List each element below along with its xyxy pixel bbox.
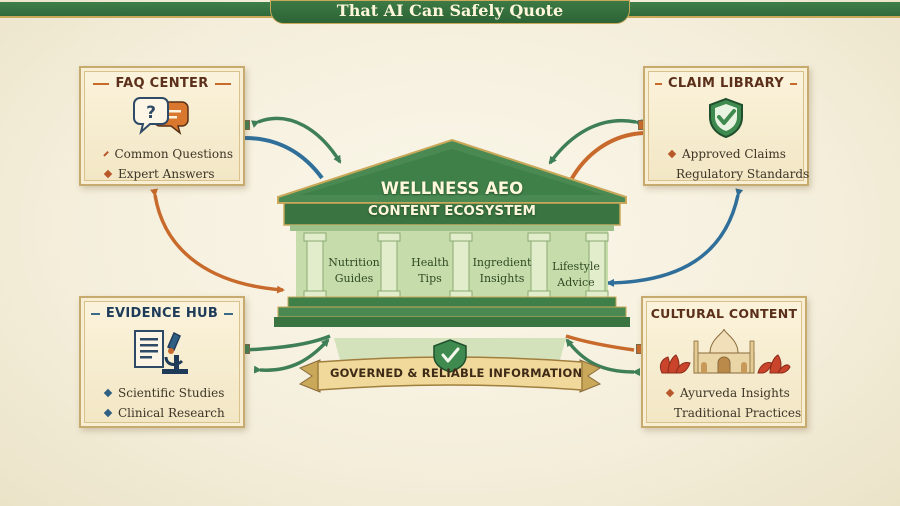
title-dash-right (214, 82, 231, 85)
temple-title: WELLNESS AEO (380, 179, 524, 198)
pillar-label-lifestyle: Lifestyle Advice (552, 260, 600, 289)
arrow-faq-blue (244, 136, 324, 180)
bullet-icon (665, 388, 675, 398)
temple-subtitle: CONTENT ECOSYSTEM (367, 203, 536, 219)
title-dash-left (91, 312, 100, 315)
pillar-label-ingredient: Ingredient Insights (472, 256, 532, 285)
arrow-evidence-to-center (253, 338, 330, 374)
list-item: Common Questions (103, 144, 233, 164)
evidence-hub-title: EVIDENCE HUB (105, 306, 219, 321)
list-item: Scientific Studies (103, 383, 233, 403)
list-item: Expert Answers (103, 164, 233, 184)
arrow-cultural-orange (565, 334, 635, 352)
list-item: Approved Claims (667, 144, 797, 164)
arrow-claim-orange (569, 131, 644, 181)
evidence-hub-card: EVIDENCE HUB Scientific Studies Clinical… (79, 296, 245, 428)
governed-ribbon-label: GOVERNED & RELIABLE INFORMATION (330, 366, 583, 380)
evidence-hub-list: Scientific Studies Clinical Research (91, 383, 233, 423)
temple-structure (274, 138, 630, 327)
title-dash-left (655, 82, 663, 85)
title-dash-right (224, 312, 233, 315)
pillar-label-nutrition: Nutrition Guides (328, 256, 380, 285)
cultural-content-title: CULTURAL CONTENT (650, 306, 798, 321)
claim-library-list: Approved Claims Regulatory Standards (655, 144, 809, 184)
arrow-faq-orange-loop (150, 188, 285, 294)
bullet-icon (666, 171, 672, 177)
bullet-icon (103, 388, 113, 398)
temple-lotus-icon (653, 327, 795, 379)
svg-text:?: ? (146, 103, 156, 123)
central-temple: WELLNESS AEO CONTENT ECOSYSTEM Nutrition… (274, 137, 630, 337)
bullet-icon (664, 410, 670, 416)
arrow-faq-to-center (250, 116, 342, 164)
title-dash-left (93, 82, 110, 85)
faq-center-title: FAQ CENTER (115, 76, 209, 91)
title-dash-right (789, 82, 797, 85)
arrow-claim-to-center (548, 118, 643, 165)
faq-center-card: FAQ CENTER ? Common Questions Expert Ans… (79, 66, 245, 186)
claim-library-title: CLAIM LIBRARY (668, 76, 784, 91)
page-title: That AI Can Safely Quote (336, 1, 564, 20)
list-item: Regulatory Standards (666, 164, 809, 184)
list-item: Traditional Practices (664, 403, 801, 423)
claim-library-card: CLAIM LIBRARY Approved Claims Regulatory… (643, 66, 809, 186)
speech-bubbles-question-icon: ? (91, 96, 233, 140)
banner-title-plate: That AI Can Safely Quote (270, 0, 630, 24)
arrow-evidence-green (245, 334, 331, 352)
bullet-icon (103, 408, 113, 418)
cultural-content-list: Ayurveda Insights Traditional Practices (653, 383, 801, 423)
pillar-label-health: Health Tips (411, 256, 449, 285)
cultural-content-card: CULTURAL CONTENT Ayurveda Insights (641, 296, 807, 428)
faq-center-list: Common Questions Expert Answers (91, 144, 233, 184)
top-banner: That AI Can Safely Quote (0, 0, 900, 26)
arrow-claim-blue-loop (606, 188, 744, 287)
bullet-icon (667, 149, 677, 159)
bullet-icon (103, 151, 110, 157)
list-item: Ayurveda Insights (665, 383, 795, 403)
document-microscope-icon (91, 327, 233, 379)
bullet-icon (103, 169, 113, 179)
shield-check-icon (655, 96, 797, 140)
list-item: Clinical Research (103, 403, 233, 423)
